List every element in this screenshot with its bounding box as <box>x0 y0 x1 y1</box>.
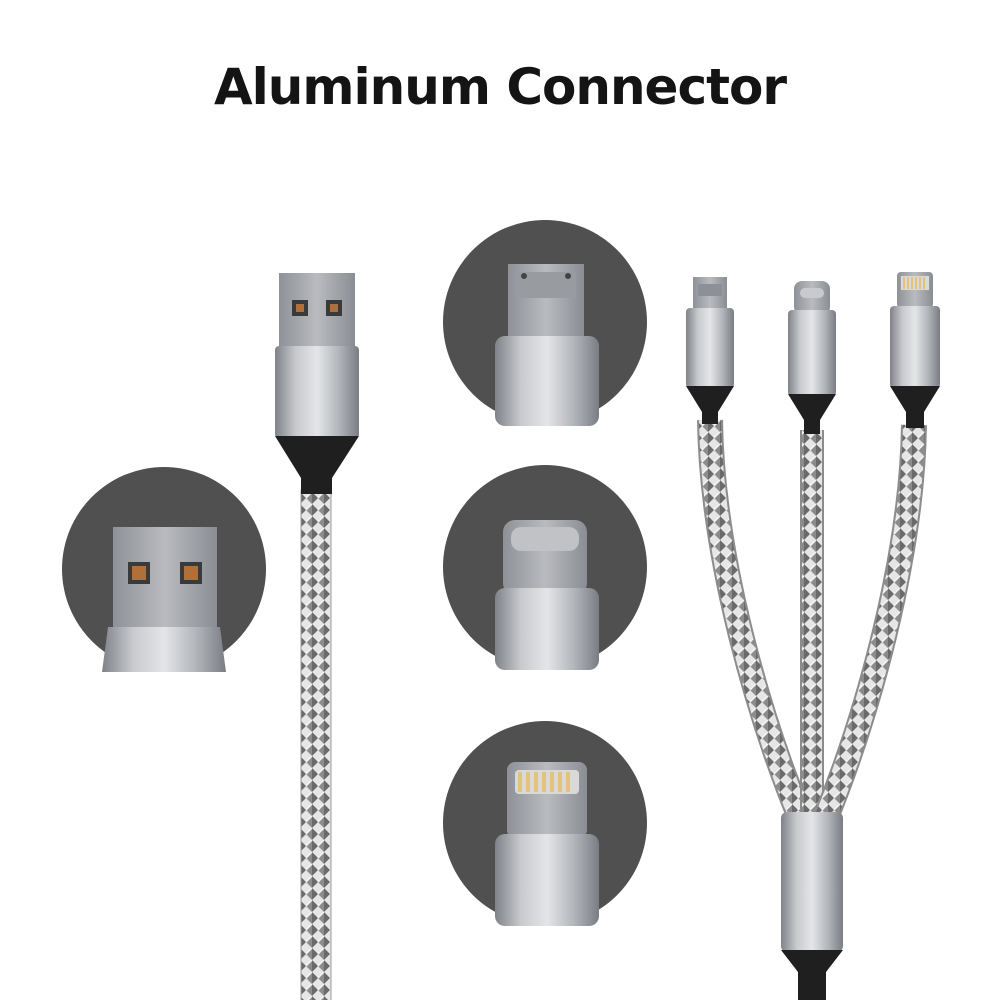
page-title: Aluminum Connector <box>213 58 787 116</box>
usb-a-detail-circle <box>62 467 266 672</box>
lightning-detail-circle <box>443 721 647 926</box>
three-in-one-cable <box>686 272 940 1000</box>
usb-a-cable <box>275 273 359 1000</box>
micro-usb-detail-circle <box>443 220 647 426</box>
usb-c-detail-circle <box>443 465 647 670</box>
